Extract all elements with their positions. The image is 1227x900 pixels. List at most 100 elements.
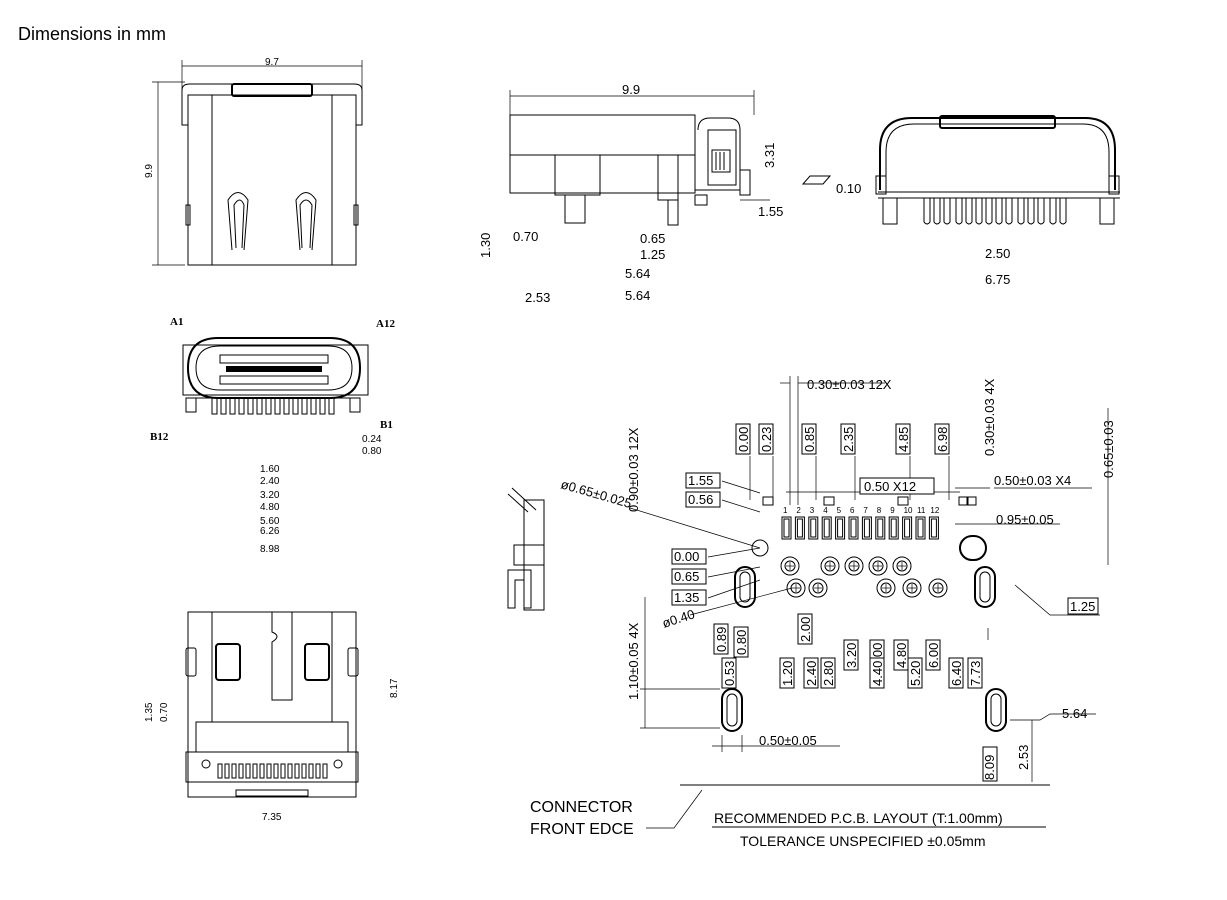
pcb-bottom-num-10: 4.80: [894, 643, 909, 668]
pin-label-a12: A12: [376, 318, 395, 330]
pin-label-a1: A1: [170, 316, 183, 328]
bottom-dim-135: 1.35: [144, 702, 155, 722]
pcb-pad: [835, 516, 846, 540]
pcb-bottom-num-6: 2.80: [821, 661, 836, 686]
pin-dim-list-3: 4.80: [260, 502, 280, 513]
pcb-pin-number: 11: [917, 506, 926, 515]
connector-label-2: FRONT EDCE: [530, 821, 634, 838]
side-dim-125: 1.25: [640, 247, 665, 262]
pcb-top-num-0: 0.00: [736, 427, 751, 452]
pcb-pad: [915, 516, 926, 540]
pcb-left-num-3: 0.65: [674, 569, 699, 584]
pcb-pin-number: 8: [877, 506, 882, 515]
pcb-slot-height: 1.10±0.05 4X: [626, 622, 641, 700]
pcb-pitch-top: 0.30±0.03 12X: [807, 377, 892, 392]
pcb-bottom-num-1: 0.53: [722, 661, 737, 686]
pcb-via: [868, 556, 888, 576]
pin-dim-list-0: 1.60: [260, 464, 280, 475]
pcb-r-253: 2.53: [1016, 745, 1031, 770]
side-dim-253: 2.53: [525, 290, 550, 305]
pin-view: A1 A12 B1 B12 0.24 0.80 1.60 2.40 3.20 4…: [150, 316, 395, 555]
bottom-dim-070: 0.70: [159, 702, 170, 722]
side-dim-155: 1.55: [758, 204, 783, 219]
pcb-alignment-hole: [751, 539, 769, 557]
pcb-pad: [861, 516, 872, 540]
pcb-left-num-1: 0.56: [688, 492, 713, 507]
pcb-bottom-num-12: 6.00: [926, 643, 941, 668]
pin-label-b1: B1: [380, 419, 393, 431]
front-dim-250: 2.50: [985, 246, 1010, 261]
pcb-via: [892, 556, 912, 576]
pcb-left-num-0: 1.55: [688, 473, 713, 488]
pcb-top-num-2: 0.85: [802, 427, 817, 452]
pin-dim-list-2: 3.20: [260, 490, 280, 501]
pcb-pin-number: 2: [796, 506, 801, 515]
side-dim-130: 1.30: [478, 233, 493, 258]
pcb-pin-number: 5: [837, 506, 842, 515]
pcb-pad: [808, 516, 819, 540]
pcb-pad: [848, 516, 859, 540]
front-view: 0.10 2.50 6.75: [801, 115, 1120, 287]
pcb-pin-number: 6: [850, 506, 855, 515]
pcb-pad: [888, 516, 899, 540]
pcb-via: [928, 578, 948, 598]
pcb-via: [876, 578, 896, 598]
pcb-top-num-1: 0.23: [759, 427, 774, 452]
pcb-pin-number: 1: [783, 506, 788, 515]
pcb-pad-height: 0.90±0.03 12X: [626, 427, 641, 512]
pcb-pin-number: 3: [810, 506, 815, 515]
pcb-edge-dim: 0.65±0.03: [1101, 420, 1116, 478]
pin-dim-080: 0.80: [362, 446, 382, 457]
pcb-bottom-num-13: 6.40: [949, 661, 964, 686]
top-view: 9.7 9.9: [144, 57, 363, 266]
pcb-pad: [875, 516, 886, 540]
side-view-height-label: 3.31: [762, 143, 777, 168]
flatness-label: 0.10: [836, 181, 861, 196]
pcb-bottom-num-4: 2.00: [798, 617, 813, 642]
pcb-via: [844, 556, 864, 576]
page-title: Dimensions in mm: [18, 24, 166, 44]
bottom-view: 1.35 0.70 8.17 7.35: [144, 611, 400, 823]
pin-dim-024: 0.24: [362, 434, 382, 445]
pin-dim-list-5: 6.26: [260, 526, 280, 537]
pcb-via: [786, 578, 806, 598]
layout-title: RECOMMENDED P.C.B. LAYOUT (T:1.00mm): [714, 810, 1003, 826]
pcb-right-gap: 0.95±0.05: [996, 512, 1054, 527]
top-view-height-label: 9.9: [144, 164, 155, 178]
pcb-pad: [928, 516, 939, 540]
pcb-top-num-3: 2.35: [841, 427, 856, 452]
pcb-slot-width: 0.50±0.05: [759, 733, 817, 748]
pcb-bottom-num-2: 0.80: [734, 630, 749, 655]
front-dim-675: 6.75: [985, 272, 1010, 287]
pcb-bottom-num-9: 4.40: [870, 661, 885, 686]
flatness-symbol-icon: [801, 175, 832, 185]
side-dim-065: 0.65: [640, 231, 665, 246]
pcb-left-num-2: 0.00: [674, 549, 699, 564]
pcb-bottom-num-3: 1.20: [780, 661, 795, 686]
pcb-pitch-mid: 0.50 X12: [864, 479, 916, 494]
pcb-pad-width-4x: 0.30±0.03 4X: [982, 378, 997, 456]
pcb-layout: 0.30±0.03 12X 0.90±0.03 12X 0.30±0.03 4X…: [507, 376, 1116, 849]
pcb-top-num-5: 6.98: [935, 427, 950, 452]
pcb-right-125: 1.25: [1070, 599, 1095, 614]
pcb-pad: [781, 516, 792, 540]
pcb-bottom-num-5: 2.40: [804, 661, 819, 686]
pcb-via: [808, 578, 828, 598]
pcb-right-slot-top: [959, 535, 987, 561]
pin-dim-list-4: 5.60: [260, 516, 280, 527]
pcb-hole-dia: ø0.65±0.025: [559, 476, 633, 511]
pin-dim-list-1: 2.40: [260, 476, 280, 487]
side-dim-070: 0.70: [513, 229, 538, 244]
pcb-pin-number: 7: [863, 506, 868, 515]
pcb-left-num-4: 1.35: [674, 590, 699, 605]
side-dim-564b: 5.64: [625, 288, 650, 303]
pcb-top-num-4: 4.85: [896, 427, 911, 452]
bottom-dim-735: 7.35: [262, 812, 282, 823]
pcb-bottom-num-0: 0.89: [714, 627, 729, 652]
pcb-bottom-num-7: 3.20: [844, 643, 859, 668]
pcb-via: [780, 556, 800, 576]
side-view: 9.9 3.31 0.70 0.65 1.25 5.64 5.64 2.53 1…: [478, 82, 783, 305]
pcb-pad: [794, 516, 805, 540]
tolerance-note: TOLERANCE UNSPECIFIED ±0.05mm: [740, 833, 985, 849]
pcb-r-564: 5.64: [1062, 706, 1087, 721]
